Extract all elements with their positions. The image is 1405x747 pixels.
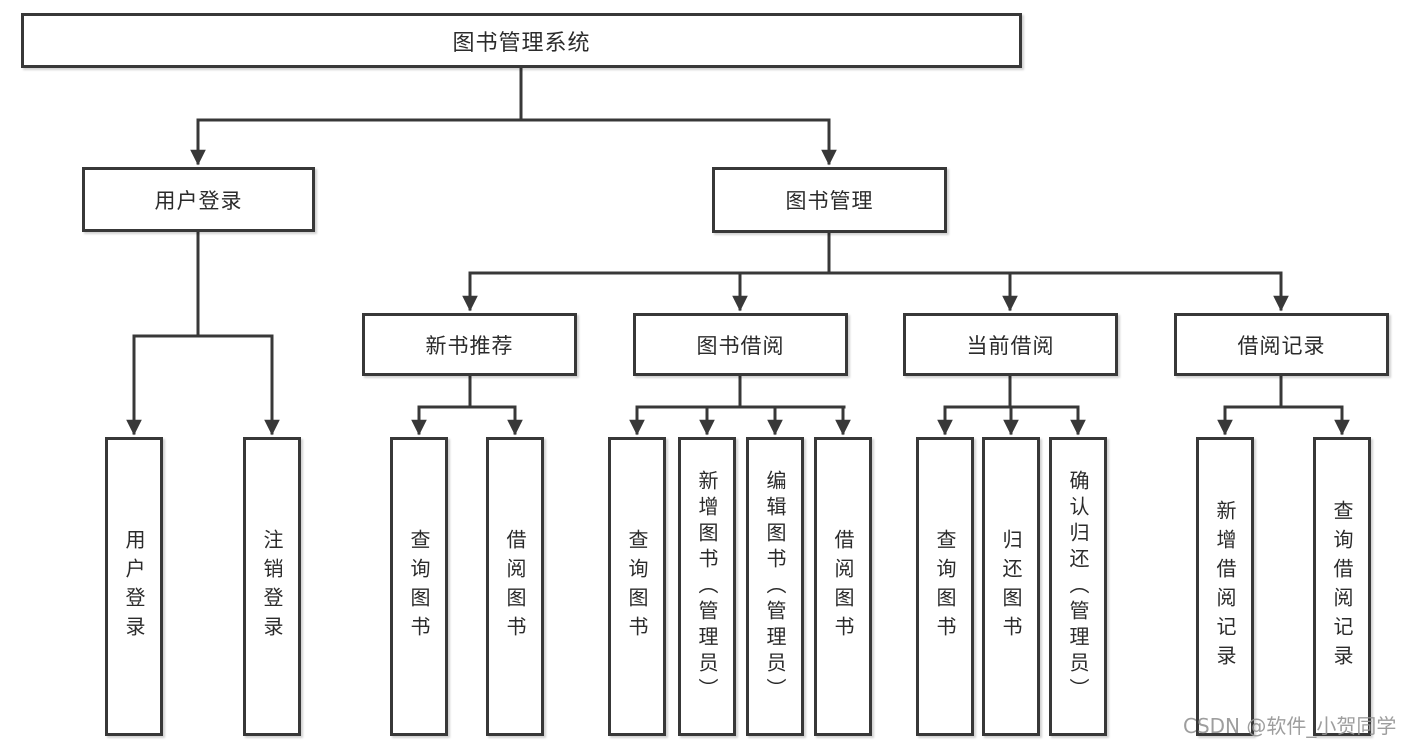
leaf-query-borrow-record: 查询借阅记录 — [1313, 437, 1371, 736]
leaf-query-books-recommend-label: 查询图书 — [407, 528, 431, 645]
leaf-query-books-recommend: 查询图书 — [390, 437, 448, 736]
leaf-query-books-current-label: 查询图书 — [933, 528, 957, 645]
leaf-add-borrow-record-label: 新增借阅记录 — [1213, 499, 1237, 674]
branch-user-login: 用户登录 — [82, 167, 315, 232]
leaf-add-borrow-record: 新增借阅记录 — [1196, 437, 1254, 736]
leaf-add-book-admin: 新增图书（管理员） — [678, 437, 736, 736]
leaf-return-book: 归还图书 — [982, 437, 1040, 736]
node-book-borrow: 图书借阅 — [633, 313, 848, 376]
leaf-query-books-borrow-label: 查询图书 — [625, 528, 649, 645]
leaf-edit-book-admin-label: 编辑图书（管理员） — [763, 469, 787, 704]
leaf-query-books-borrow: 查询图书 — [608, 437, 666, 736]
node-new-book-recommend-label: 新书推荐 — [425, 333, 514, 358]
leaf-confirm-return-admin: 确认归还（管理员） — [1049, 437, 1107, 736]
csdn-watermark: CSDN @软件_小贺同学 — [1183, 714, 1397, 738]
leaf-query-borrow-record-label: 查询借阅记录 — [1330, 499, 1354, 674]
leaf-user-login-label: 用户登录 — [122, 528, 146, 645]
node-current-borrow-label: 当前借阅 — [966, 333, 1055, 358]
leaf-return-book-label: 归还图书 — [999, 528, 1023, 645]
node-new-book-recommend: 新书推荐 — [362, 313, 577, 376]
leaf-edit-book-admin: 编辑图书（管理员） — [746, 437, 804, 736]
leaf-logout: 注销登录 — [243, 437, 301, 736]
node-book-borrow-label: 图书借阅 — [696, 333, 785, 358]
branch-book-management-label: 图书管理 — [785, 189, 874, 213]
leaf-add-book-admin-label: 新增图书（管理员） — [695, 469, 719, 704]
leaf-user-login: 用户登录 — [105, 437, 163, 736]
leaf-confirm-return-admin-label: 确认归还（管理员） — [1066, 469, 1090, 704]
root-box-library-management-system: 图书管理系统 — [21, 13, 1022, 68]
node-borrow-records-label: 借阅记录 — [1237, 333, 1326, 358]
leaf-borrow-books-recommend-label: 借阅图书 — [503, 528, 527, 645]
node-borrow-records: 借阅记录 — [1174, 313, 1389, 376]
leaf-query-books-current: 查询图书 — [916, 437, 974, 736]
leaf-borrow-books-borrow-label: 借阅图书 — [831, 528, 855, 645]
leaf-borrow-books-borrow: 借阅图书 — [814, 437, 872, 736]
leaf-borrow-books-recommend: 借阅图书 — [486, 437, 544, 736]
branch-user-login-label: 用户登录 — [154, 188, 243, 213]
node-current-borrow: 当前借阅 — [903, 313, 1118, 376]
branch-book-management: 图书管理 — [712, 167, 947, 233]
leaf-logout-label: 注销登录 — [260, 528, 284, 645]
root-label: 图书管理系统 — [452, 30, 591, 56]
